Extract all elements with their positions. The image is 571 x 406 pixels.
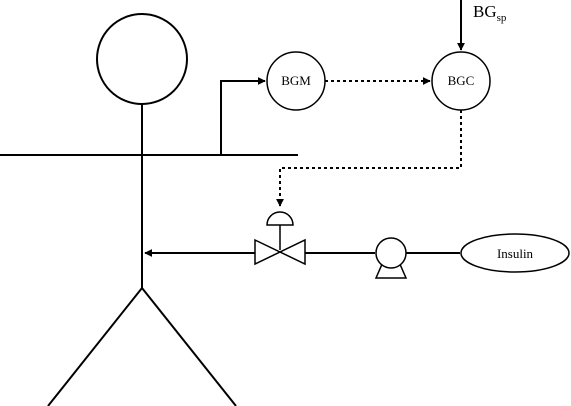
patient-figure	[0, 13, 298, 406]
patient-head	[96, 13, 188, 105]
insulin-label: Insulin	[497, 246, 534, 261]
bgm-node: BGM	[266, 51, 326, 111]
valve-actuator	[266, 211, 294, 226]
bgc-node: BGC	[431, 51, 491, 111]
patient-right-leg	[141, 287, 237, 406]
bgc-label: BGC	[448, 73, 475, 88]
bgm-label: BGM	[281, 73, 311, 88]
valve-body	[254, 238, 306, 266]
control-signal	[276, 110, 462, 207]
patient-left-leg	[47, 287, 143, 406]
pump-body	[375, 237, 407, 269]
insulin-pump	[374, 237, 408, 279]
insulin-source: Insulin	[460, 233, 570, 273]
setpoint-label: BGsp	[473, 2, 507, 24]
control-valve	[254, 211, 306, 266]
measurement-line	[220, 77, 266, 155]
